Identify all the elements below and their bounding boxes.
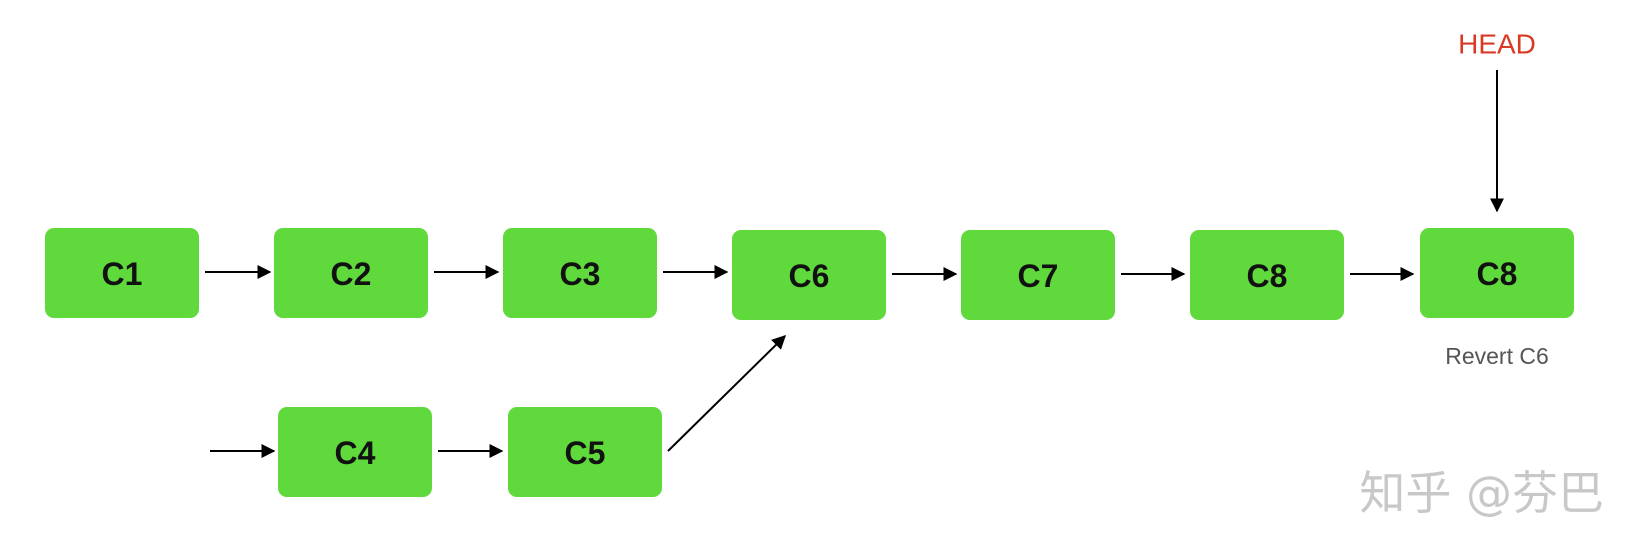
commit-node-c7: C7 xyxy=(961,230,1115,320)
commit-node-c2: C2 xyxy=(274,228,428,318)
commit-node-c5: C5 xyxy=(508,407,662,497)
head-label: HEAD xyxy=(1458,29,1536,60)
commit-label: C2 xyxy=(331,256,372,292)
commit-node-c6: C6 xyxy=(732,230,886,320)
commit-label: C8 xyxy=(1247,258,1288,294)
commit-label: C8 xyxy=(1477,256,1518,292)
edge-c5-c6 xyxy=(667,335,786,452)
commit-node-c3: C3 xyxy=(503,228,657,318)
commit-label: C1 xyxy=(102,256,143,292)
revert-note: Revert C6 xyxy=(1445,343,1549,369)
watermark: 知乎 @芬巴 xyxy=(1359,466,1604,520)
commit-label: C4 xyxy=(335,435,376,471)
commit-node-c1: C1 xyxy=(45,228,199,318)
commit-label: C5 xyxy=(565,435,606,471)
commit-label: C6 xyxy=(789,258,830,294)
commit-label: C3 xyxy=(560,256,601,292)
commit-node-c8-revert: C8 xyxy=(1420,228,1574,318)
commit-node-c4: C4 xyxy=(278,407,432,497)
commit-label: C7 xyxy=(1018,258,1059,294)
commit-node-c8: C8 xyxy=(1190,230,1344,320)
